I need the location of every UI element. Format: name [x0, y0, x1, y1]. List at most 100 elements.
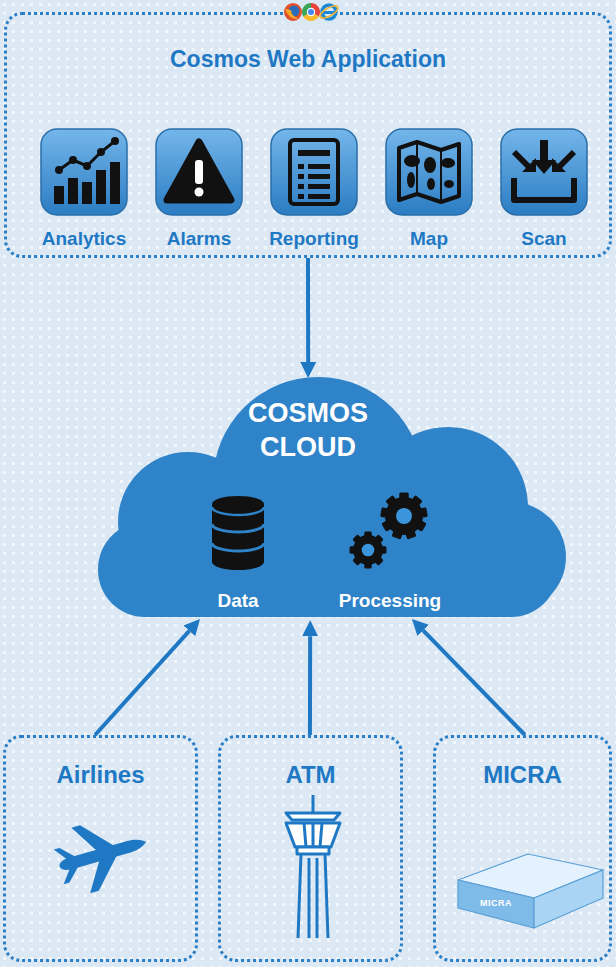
device-side: [534, 870, 603, 928]
chart-dot: [97, 148, 105, 156]
gear: [380, 493, 428, 540]
feature-label: Reporting: [256, 228, 372, 250]
cloud-shape: COSMOS CLOUD DataProcessing: [78, 372, 572, 624]
database-ring: [212, 543, 264, 551]
firefox-logo: [285, 9, 299, 19]
analytics-icon: [54, 137, 120, 204]
feature-tile: Scan: [486, 128, 602, 254]
tile-background: [501, 129, 587, 215]
flow-arrow: [95, 631, 189, 735]
ie-logo: [318, 4, 339, 21]
map-land: [404, 155, 420, 167]
exclamation-dot: [195, 188, 204, 197]
chart-bar: [68, 178, 78, 204]
app-panel: Cosmos Web ApplicationAnalyticsAlarmsRep…: [4, 12, 612, 258]
flow-arrow: [306, 258, 310, 362]
database-ring: [212, 507, 264, 515]
source-box: ATM: [218, 735, 403, 962]
gear-hub: [396, 508, 412, 524]
panel-title: Cosmos Web Application: [7, 46, 609, 73]
report-bullet: [298, 184, 304, 189]
chart-bar: [82, 182, 92, 204]
tile-background: [41, 129, 127, 215]
feature-tile: Alarms: [141, 128, 257, 254]
cloud-body: [98, 377, 566, 617]
micra-device: [458, 854, 603, 928]
feature-label: Scan: [486, 228, 602, 250]
chart-line: [59, 141, 115, 170]
report-bullet: [298, 174, 304, 179]
gear-hub: [362, 544, 375, 557]
tower-cab: [286, 823, 340, 847]
reporting-icon: [290, 140, 338, 204]
warning-triangle: [167, 142, 231, 200]
scan-arrow: [522, 158, 536, 172]
report-line: [308, 194, 330, 199]
map-fold: [417, 142, 441, 202]
chrome-logo: [307, 8, 315, 16]
chart-bar: [54, 186, 64, 204]
map-icon: [399, 142, 459, 202]
report-bullet: [298, 164, 304, 169]
control-tower: [286, 795, 340, 938]
flow-arrow: [423, 630, 525, 735]
airplane-wing: [71, 818, 124, 893]
report-bullet: [298, 194, 304, 199]
database-ring: [212, 524, 264, 532]
map-land: [441, 158, 455, 168]
cloud-item: Data: [198, 490, 278, 614]
gear-body: [353, 535, 383, 565]
scan-arrow: [540, 140, 548, 162]
database-icon: [208, 496, 268, 572]
flow-arrow: [308, 636, 312, 735]
chart-dot: [83, 162, 91, 170]
database-body: [212, 504, 264, 570]
scan-icon: [514, 140, 574, 200]
tile-background: [386, 129, 472, 215]
tower-deck: [297, 847, 329, 854]
tile-icon: [270, 128, 358, 216]
scan-tray: [514, 178, 574, 200]
feature-label: Alarms: [141, 228, 257, 250]
report-page: [290, 140, 338, 204]
feature-tile: Reporting: [256, 128, 372, 254]
feature-label: Analytics: [26, 228, 142, 250]
chrome-logo: [308, 9, 314, 15]
label-holder: MICRA: [472, 898, 520, 908]
tile-icon: [385, 128, 473, 216]
map-land: [427, 178, 435, 190]
database-top: [212, 496, 264, 512]
map-outline: [399, 142, 459, 202]
feature-tile: Map: [371, 128, 487, 254]
chart-bar: [110, 162, 120, 204]
browser-icons: [283, 0, 339, 24]
airplane: [49, 809, 155, 899]
tile-background: [156, 129, 242, 215]
chart-dot: [111, 137, 119, 145]
gear-body: [385, 497, 423, 535]
cloud-item: Processing: [320, 490, 460, 614]
source-box: MICRA MICRA: [433, 735, 612, 962]
cloud-item-label: Processing: [320, 590, 460, 612]
cloud-title: COSMOS CLOUD: [233, 396, 383, 464]
tower-shaft: [298, 854, 328, 938]
source-title: ATM: [221, 761, 400, 789]
ground-patch: [283, 0, 339, 24]
firefox-logo: [284, 3, 302, 21]
map-land: [444, 180, 454, 188]
gears-icon: [338, 490, 438, 576]
source-title: MICRA: [436, 761, 609, 789]
feature-tile: Analytics: [26, 128, 142, 254]
tower-antenna: [312, 795, 315, 812]
report-line: [308, 164, 330, 169]
scan-arrow: [558, 152, 574, 168]
scan-arrow: [552, 158, 566, 172]
tile-icon: [40, 128, 128, 216]
chart-dot: [69, 156, 77, 164]
exclamation-bar: [195, 160, 203, 184]
device-label: MICRA: [472, 898, 520, 908]
airplane-tail: [54, 844, 82, 884]
feature-label: Map: [371, 228, 487, 250]
tile-icon: [155, 128, 243, 216]
